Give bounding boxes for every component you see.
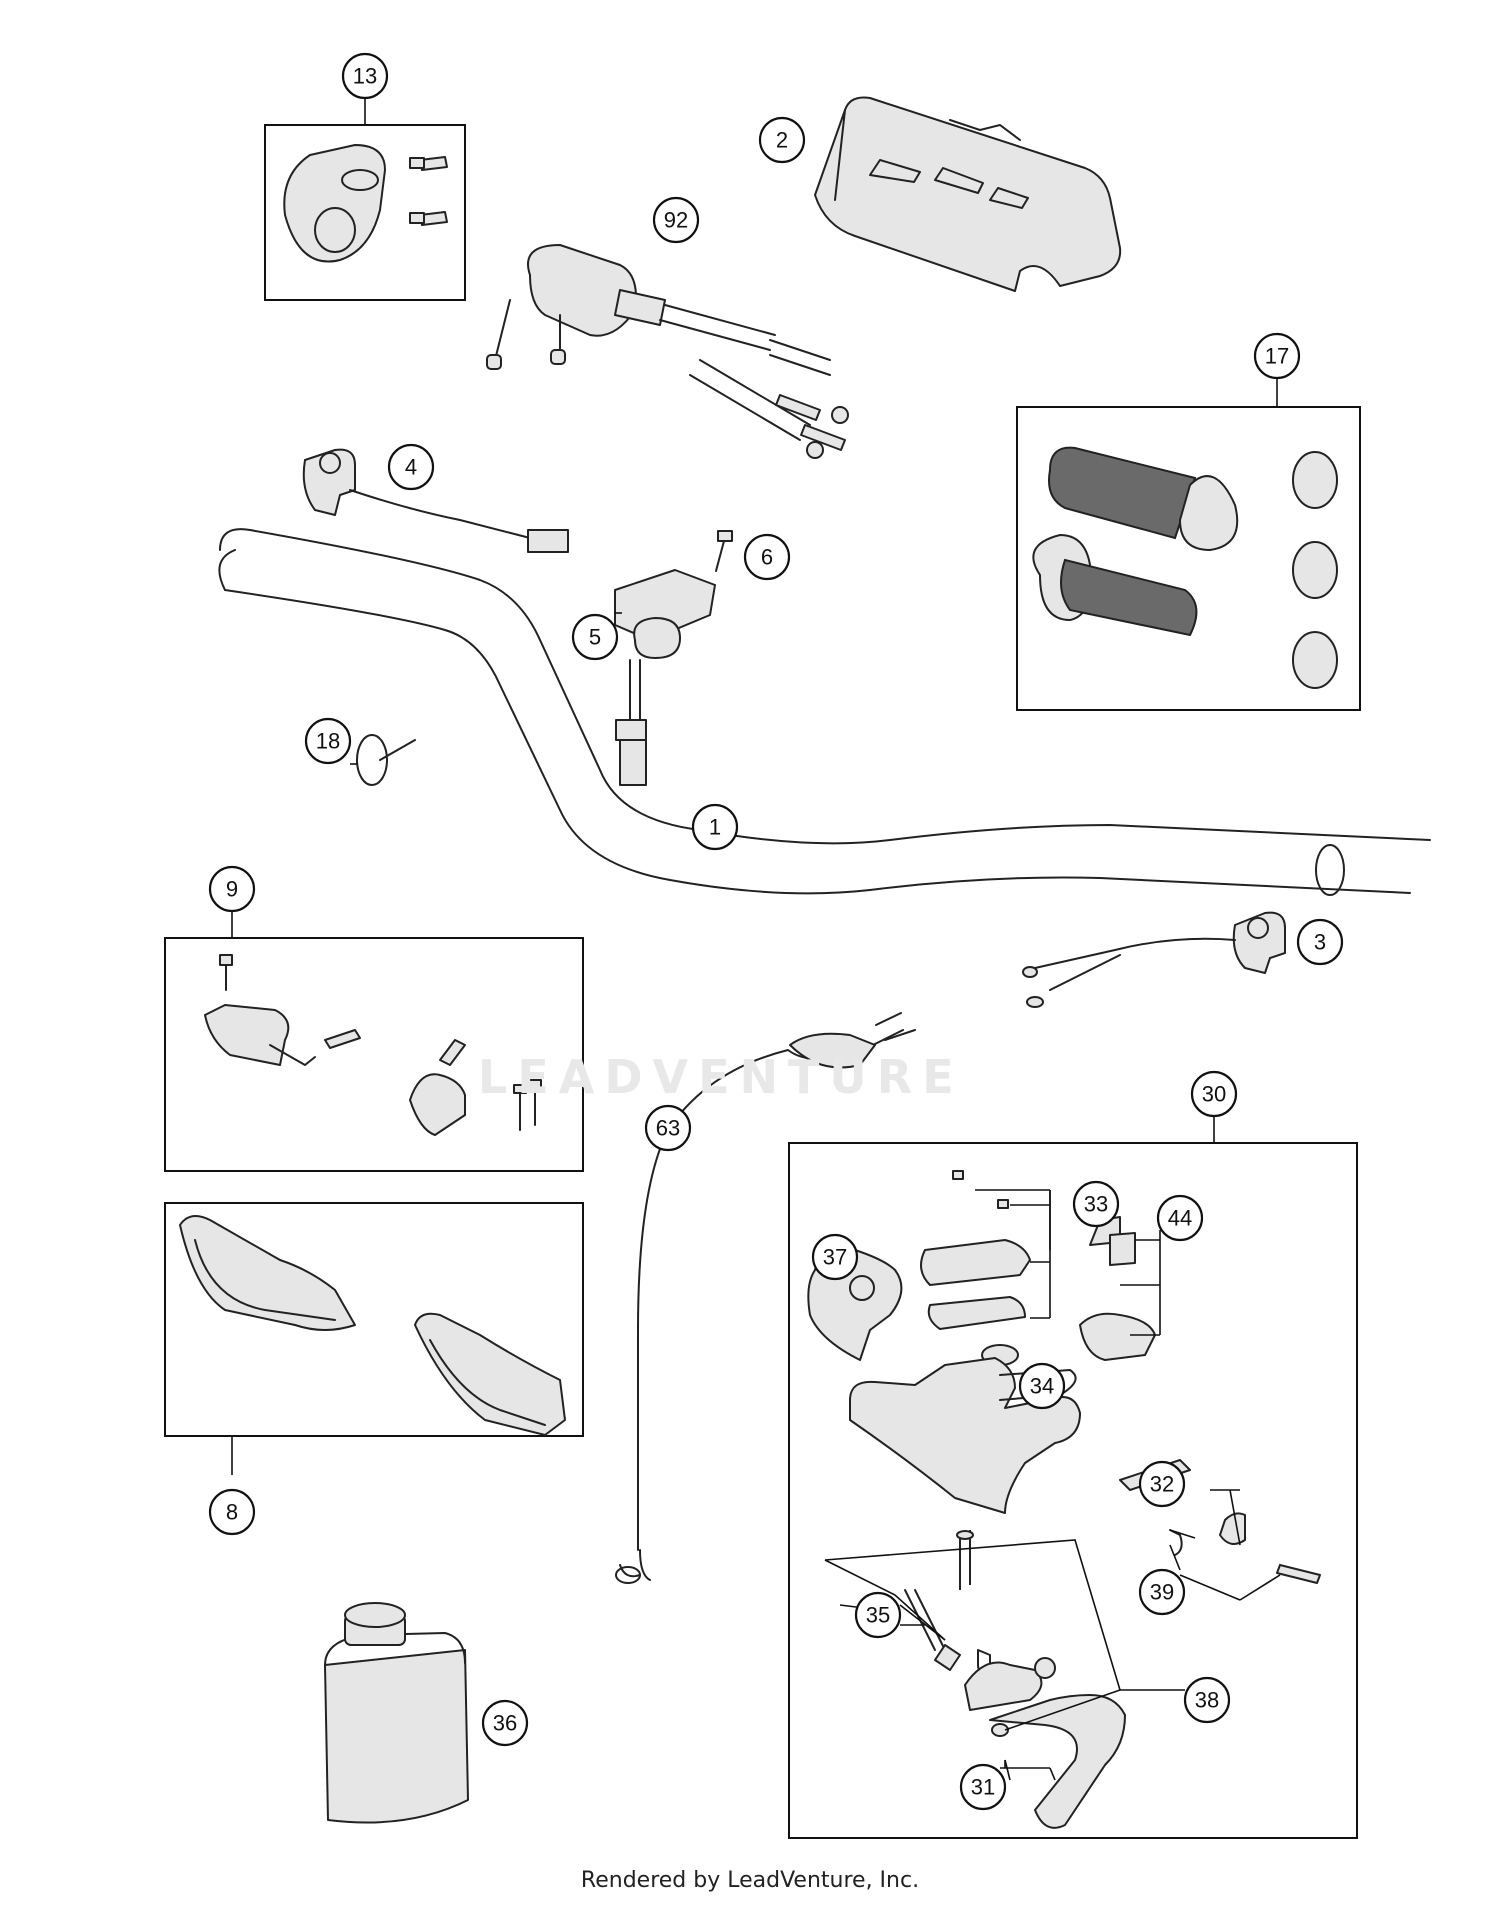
callout-37: 37 xyxy=(811,1233,859,1281)
callout-18-label: 18 xyxy=(316,729,340,754)
callout-6-label: 6 xyxy=(761,545,773,570)
box-8 xyxy=(164,1202,584,1437)
handlebar-part xyxy=(218,528,1431,896)
handguards-part xyxy=(179,1215,566,1436)
callout-35-label: 35 xyxy=(866,1603,890,1628)
callout-17-label: 17 xyxy=(1265,344,1289,369)
cable-tie-part xyxy=(356,734,416,786)
callout-4-label: 4 xyxy=(405,455,417,480)
right-switch-part xyxy=(1022,911,1286,1008)
callout-63-label: 63 xyxy=(656,1116,680,1141)
callout-31-label: 31 xyxy=(971,1775,995,1800)
callout-31: 31 xyxy=(959,1763,1007,1811)
callout-3-label: 3 xyxy=(1314,930,1326,955)
watermark: LEADVENTURE xyxy=(478,1050,964,1104)
callout-3: 3 xyxy=(1296,918,1344,966)
callout-34: 34 xyxy=(1018,1362,1066,1410)
callout-1: 1 xyxy=(691,803,739,851)
callout-92: 92 xyxy=(652,196,700,244)
leader-lines xyxy=(350,612,1281,1781)
box-17 xyxy=(1016,406,1361,711)
callout-35: 35 xyxy=(854,1591,902,1639)
box-9 xyxy=(164,937,584,1172)
callout-44-label: 44 xyxy=(1168,1206,1192,1231)
brake-line-part xyxy=(615,1012,916,1584)
callout-1-label: 1 xyxy=(709,815,721,840)
callout-9-label: 9 xyxy=(226,877,238,902)
callout-2-label: 2 xyxy=(776,128,788,153)
callout-38-label: 38 xyxy=(1195,1688,1219,1713)
callout-5: 5 xyxy=(571,613,619,661)
callout-30-label: 30 xyxy=(1202,1082,1226,1107)
footer-credit: Rendered by LeadVenture, Inc. xyxy=(580,1868,920,1893)
callout-38: 38 xyxy=(1183,1676,1231,1724)
handguard-mount-part xyxy=(204,954,542,1136)
brake-fluid-bottle-part xyxy=(324,1602,469,1824)
throttle-assembly-part xyxy=(486,244,849,459)
callout-4: 4 xyxy=(387,443,435,491)
callout-33: 33 xyxy=(1072,1180,1120,1228)
map-switch-part xyxy=(614,569,716,786)
handlebar-pad-part xyxy=(814,96,1122,292)
callout-44: 44 xyxy=(1156,1194,1204,1242)
callout-18: 18 xyxy=(304,717,352,765)
callout-2: 2 xyxy=(758,116,806,164)
callout-8: 8 xyxy=(208,1488,256,1536)
callout-32: 32 xyxy=(1138,1460,1186,1508)
callout-39-label: 39 xyxy=(1150,1580,1174,1605)
callout-13: 13 xyxy=(341,52,389,100)
callout-36-label: 36 xyxy=(493,1711,517,1736)
throttle-housing-part xyxy=(283,144,448,263)
callout-13-label: 13 xyxy=(353,64,377,89)
callout-63: 63 xyxy=(644,1104,692,1152)
box-30 xyxy=(788,1142,1358,1839)
left-switch-part xyxy=(302,448,569,553)
callout-92-label: 92 xyxy=(664,208,688,233)
callout-36: 36 xyxy=(481,1699,529,1747)
callout-17: 17 xyxy=(1253,332,1301,380)
brake-master-cylinder-part xyxy=(807,1170,1321,1829)
callout-37-label: 37 xyxy=(823,1245,847,1270)
callout-34-label: 34 xyxy=(1030,1374,1054,1399)
screw-6-part xyxy=(715,530,733,572)
callout-39: 39 xyxy=(1138,1568,1186,1616)
grips-part xyxy=(1032,446,1338,689)
callout-33-label: 33 xyxy=(1084,1192,1108,1217)
callout-9: 9 xyxy=(208,865,256,913)
callout-32-label: 32 xyxy=(1150,1472,1174,1497)
callout-5-label: 5 xyxy=(589,625,601,650)
callout-30: 30 xyxy=(1190,1070,1238,1118)
callout-6: 6 xyxy=(743,533,791,581)
callout-8-label: 8 xyxy=(226,1500,238,1525)
